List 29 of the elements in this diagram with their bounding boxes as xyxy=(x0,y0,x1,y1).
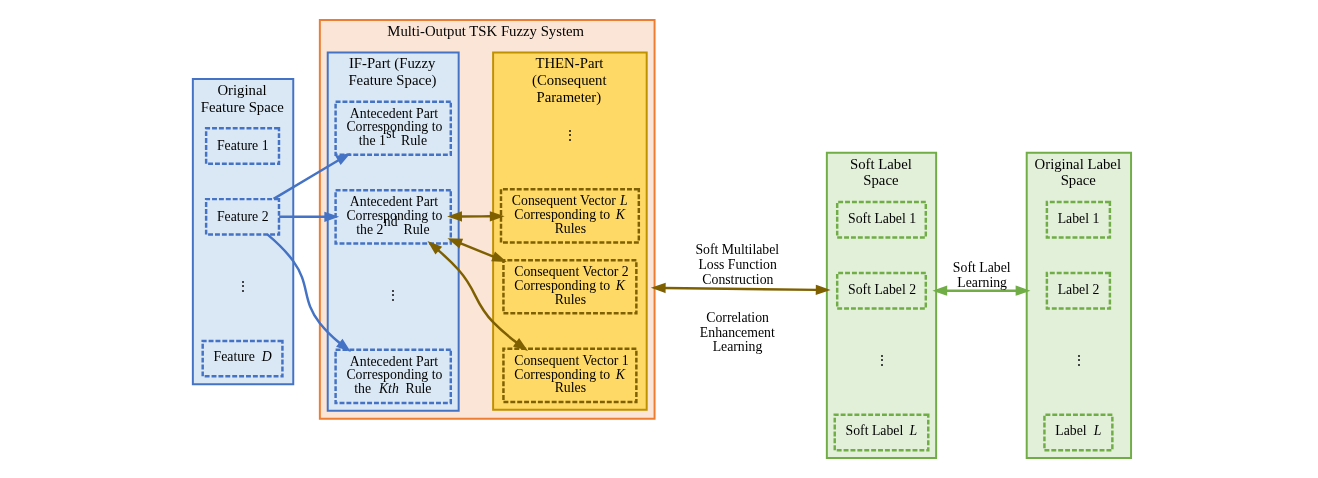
edge-label: Soft Label Learning xyxy=(952,260,1011,290)
node-box: Soft Label L xyxy=(833,413,930,452)
arrow xyxy=(279,211,340,223)
node-box: Label 1 xyxy=(1045,200,1112,239)
edge-label: Soft Multilabel Loss Function Construction xyxy=(695,242,780,287)
label: ⋮ xyxy=(874,353,889,369)
node-box: Label 2 xyxy=(1045,271,1112,310)
label: ⋮ xyxy=(1071,353,1086,369)
node-box: Consequent Vector 2 Corresponding to K Rules xyxy=(502,258,638,315)
arrow xyxy=(447,238,507,262)
node-box: Antecedent Part Corresponding to the Kth Rule xyxy=(334,348,452,405)
node-box: Feature 1 xyxy=(204,127,281,165)
node-box: Soft Label 2 xyxy=(835,271,928,310)
node-box: Consequent Vector L Corresponding to K Rules xyxy=(499,188,641,244)
arrow xyxy=(266,233,351,352)
node-box: Soft Label 1 xyxy=(835,200,928,239)
arrow xyxy=(273,153,351,200)
label: ⋮ xyxy=(563,127,578,143)
arrow xyxy=(447,211,505,222)
node-box: Feature D xyxy=(201,339,284,378)
node-box: Label L xyxy=(1043,413,1114,452)
arrow xyxy=(427,241,528,351)
node-box: Consequent Vector 1 Corresponding to K Rules xyxy=(502,347,638,404)
label: ⋮ xyxy=(386,288,401,304)
node-box: Feature 2 xyxy=(204,197,281,236)
label: Correlation Enhancement Learning xyxy=(699,309,775,355)
label: ⋮ xyxy=(235,279,250,295)
arrow xyxy=(932,285,1031,296)
arrow xyxy=(650,282,831,296)
